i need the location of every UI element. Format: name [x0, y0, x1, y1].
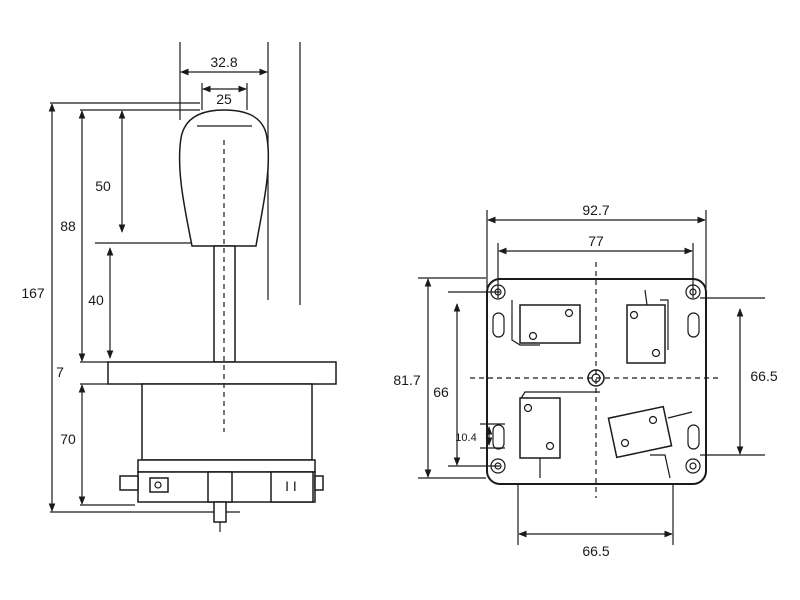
hole-bottom-right	[685, 458, 701, 474]
micro-switch-top-left	[519, 304, 581, 344]
dim-top-to-plate: 88	[60, 218, 76, 234]
dim-knob-height: 50	[95, 178, 111, 194]
dim-bottom-hole-spacing: 66.5	[582, 543, 609, 559]
base-plate	[486, 278, 707, 485]
micro-switch-bottom-left	[519, 397, 561, 459]
hole-bottom-left	[490, 458, 506, 474]
dim-right-hole-spacing: 66.5	[750, 368, 777, 384]
dim-plate-thickness: 7	[56, 364, 64, 380]
slot-left-top	[492, 312, 505, 338]
slot-right-bottom	[687, 424, 700, 450]
dim-knob-outer-width: 32.8	[210, 54, 237, 70]
bottom-switch-bar	[137, 459, 316, 473]
mounting-holes	[490, 284, 701, 474]
micro-switch-bottom-right	[607, 405, 693, 459]
hole-top-right	[685, 284, 701, 300]
mounting-plate	[107, 361, 337, 385]
dim-total-height: 167	[21, 285, 45, 301]
bottom-stem	[213, 501, 227, 523]
dim-inner-height: 66	[433, 384, 449, 400]
dim-knob-inner-width: 25	[216, 91, 232, 107]
top-view: 92.7 77 81.7 66 10.4 66.5 66.5	[393, 202, 777, 559]
dim-slot-height: 10.4	[455, 432, 476, 444]
slot-left-bottom	[492, 424, 505, 450]
dim-body-height: 70	[60, 431, 76, 447]
micro-switch-top-right	[626, 289, 666, 364]
dim-base-height: 81.7	[393, 372, 420, 388]
slot-right-top	[687, 312, 700, 338]
dim-base-width: 92.7	[582, 202, 609, 218]
hole-top-left	[490, 284, 506, 300]
dim-inner-width: 77	[588, 233, 604, 249]
dim-shaft-length: 40	[88, 292, 104, 308]
side-view: 32.8 25 167 88 50 40 70 7	[21, 42, 337, 532]
switch-label-II: I I	[285, 478, 297, 494]
body-housing	[141, 383, 313, 461]
